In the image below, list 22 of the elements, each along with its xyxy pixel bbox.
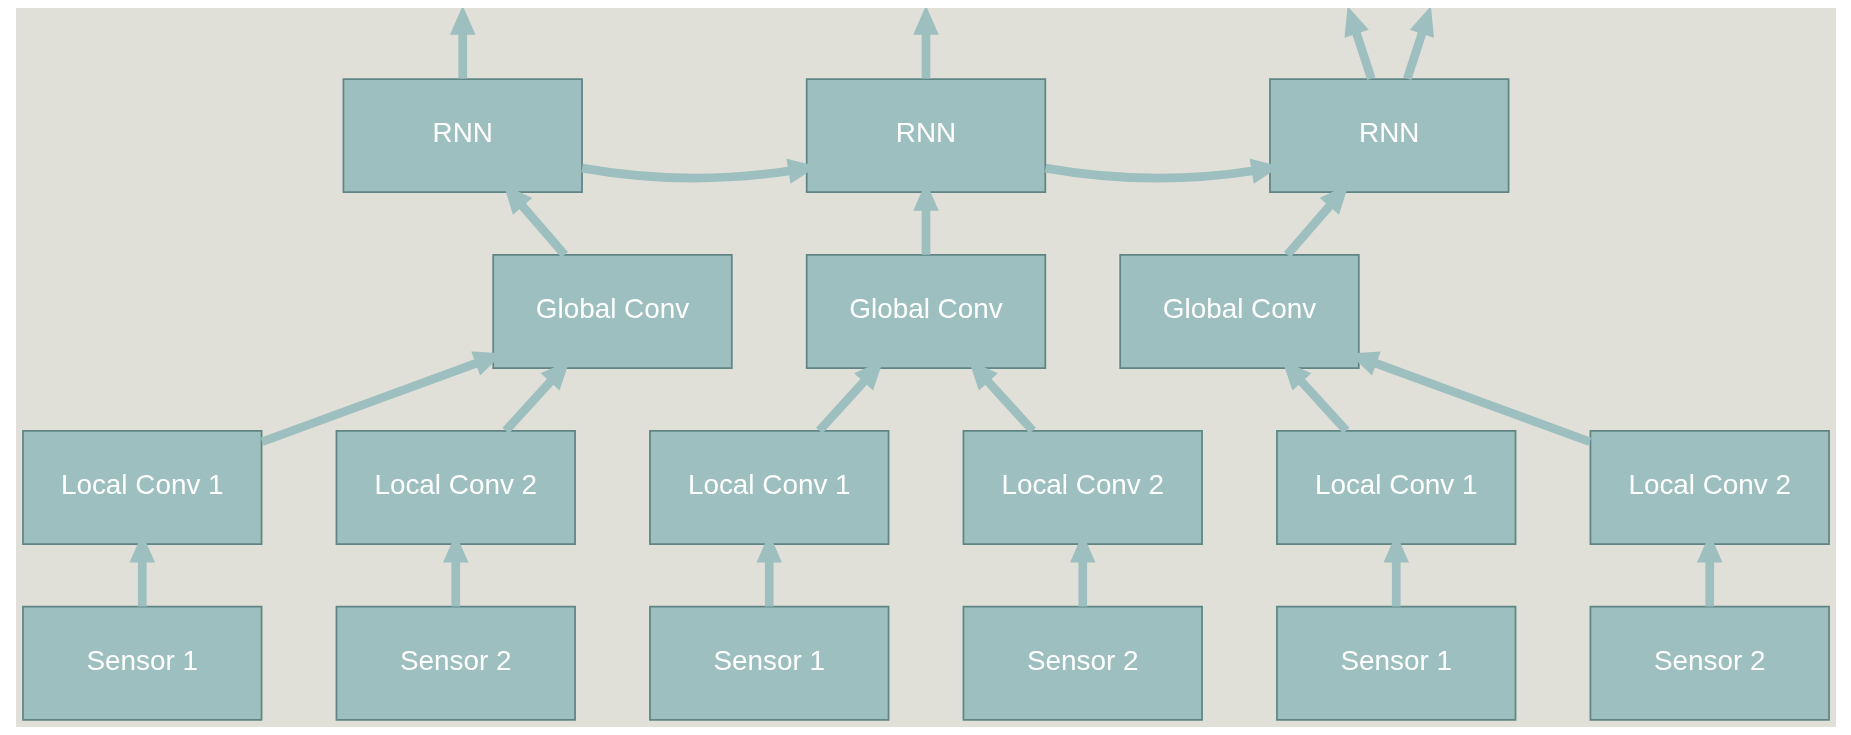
node-box: Global Conv	[805, 254, 1046, 369]
node-box: Local Conv 2	[1589, 429, 1830, 545]
node-box: RNN	[342, 78, 583, 194]
node-box: Local Conv 2	[962, 429, 1203, 545]
node-box: Sensor 2	[1589, 605, 1830, 721]
node-box: Sensor 1	[648, 605, 889, 721]
node-box: RNN	[805, 78, 1046, 194]
arrow	[1402, 8, 1434, 80]
node-box: Sensor 2	[335, 605, 576, 721]
node-box: Local Conv 2	[335, 429, 576, 545]
arrow	[912, 8, 939, 79]
node-box: Sensor 1	[21, 605, 262, 721]
node-box: Local Conv 1	[21, 429, 262, 545]
arrow	[1344, 8, 1375, 80]
node-box: Global Conv	[491, 254, 733, 369]
node-box: RNN	[1268, 78, 1509, 194]
arrow	[449, 8, 475, 79]
node-box: Global Conv	[1118, 254, 1360, 369]
node-box: Sensor 1	[1275, 605, 1516, 721]
node-box: Local Conv 1	[648, 429, 889, 545]
node-box: Sensor 2	[962, 605, 1203, 721]
node-box: Local Conv 1	[1275, 429, 1516, 545]
